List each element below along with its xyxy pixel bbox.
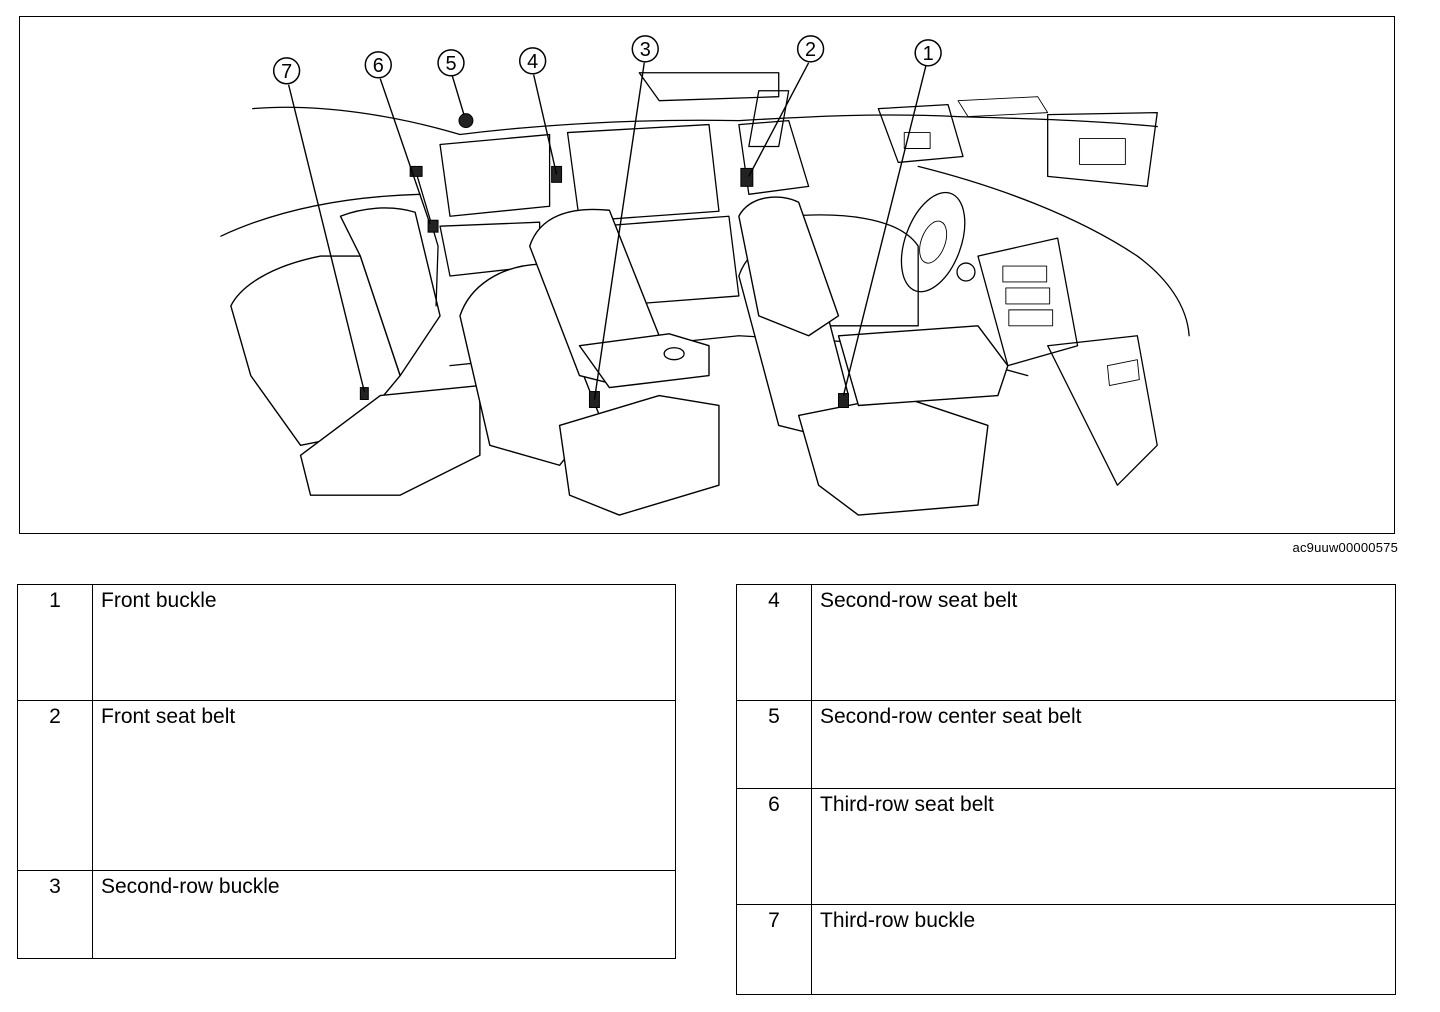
vehicle-interior-diagram: 1 2 3 4 5 6 7 — [220, 35, 1190, 516]
stack-panel-2 — [1005, 287, 1051, 305]
mid-glass — [566, 123, 720, 222]
callout-5-number: 5 — [445, 53, 456, 75]
overhead-console — [957, 96, 1049, 118]
leader-3 — [593, 62, 645, 400]
sun-visor-left — [877, 104, 964, 164]
legend-number: 3 — [17, 870, 93, 959]
leader-2 — [748, 62, 810, 177]
third-row-belt-webbing — [415, 171, 439, 307]
dash-vent — [1106, 359, 1140, 387]
body-outline-left — [220, 193, 421, 237]
third-row-belt-latch — [427, 219, 439, 233]
legend-label: Third-row buckle — [811, 904, 1396, 995]
rear-glass — [439, 133, 551, 217]
rear-view-mirror — [638, 72, 780, 102]
legend-row: 2 Front seat belt — [17, 700, 676, 871]
legend-number: 7 — [736, 904, 812, 995]
callout-2-number: 2 — [805, 39, 816, 61]
cup-holder — [663, 347, 685, 361]
steering-wheel — [900, 191, 966, 293]
legend-label: Front seat belt — [92, 700, 676, 871]
third-row-buckle-mark — [359, 387, 369, 401]
legend-label: Second-row buckle — [92, 870, 676, 959]
front-belt-anchor — [740, 167, 754, 187]
b-pillar — [748, 90, 790, 148]
legend-row: 4 Second-row seat belt — [736, 584, 1396, 701]
legend-row: 7 Third-row buckle — [736, 904, 1396, 995]
visor-mirror-right — [1079, 138, 1126, 165]
legend-label: Second-row seat belt — [811, 584, 1396, 701]
legend-number: 4 — [736, 584, 812, 701]
callout-5: 5 — [437, 49, 465, 77]
legend-number: 6 — [736, 788, 812, 905]
leader-4 — [532, 74, 558, 175]
leader-1 — [842, 64, 927, 396]
legend-row: 1 Front buckle — [17, 584, 676, 701]
front-seatback-right — [738, 196, 840, 337]
leader-6 — [379, 78, 431, 225]
visor-mirror-left — [903, 132, 931, 149]
legend-label: Third-row seat belt — [811, 788, 1396, 905]
callout-6: 6 — [364, 51, 392, 79]
legend-row: 5 Second-row center seat belt — [736, 700, 1396, 789]
legend-table-right: 4 Second-row seat belt 5 Second-row cent… — [736, 584, 1396, 995]
callout-1: 1 — [914, 39, 942, 67]
callout-7-number: 7 — [281, 61, 292, 83]
ignition — [956, 262, 976, 282]
legend-label: Second-row center seat belt — [811, 700, 1396, 789]
leader-5 — [451, 74, 465, 115]
callout-4-number: 4 — [527, 51, 538, 73]
front-buckle-mark — [837, 393, 849, 408]
third-row-belt-anchor — [409, 165, 423, 177]
center-stack — [977, 237, 1079, 367]
steering-hub — [919, 220, 948, 264]
callout-6-number: 6 — [373, 55, 384, 77]
glove-box — [1047, 335, 1158, 486]
callout-2: 2 — [796, 35, 825, 63]
second-row-center-belt-anchor — [458, 113, 474, 129]
callout-4: 4 — [518, 47, 547, 75]
leader-7 — [287, 84, 366, 392]
legend-row: 3 Second-row buckle — [17, 870, 676, 959]
legend-number: 5 — [736, 700, 812, 789]
legend-number: 2 — [17, 700, 93, 871]
legend-row: 6 Third-row seat belt — [736, 788, 1396, 905]
legend-table-left: 1 Front buckle 2 Front seat belt 3 Secon… — [17, 584, 676, 959]
legend-label: Front buckle — [92, 584, 676, 701]
callout-7: 7 — [272, 57, 301, 85]
third-row-cushion — [299, 384, 481, 496]
legend-number: 1 — [17, 584, 93, 701]
second-row-armrest — [578, 333, 710, 389]
front-console — [837, 325, 1009, 407]
roof-outline — [252, 106, 1158, 136]
figure-id-label: ac9uuw00000575 — [1292, 540, 1398, 555]
callout-1-number: 1 — [923, 43, 934, 65]
callout-3-number: 3 — [640, 39, 651, 61]
third-row-seatback-2 — [339, 207, 441, 377]
callout-3: 3 — [631, 35, 659, 63]
front-cushion — [797, 394, 989, 516]
figure-frame: 1 2 3 4 5 6 7 — [19, 16, 1395, 534]
stack-panel-1 — [1002, 265, 1048, 283]
second-row-cushion — [558, 394, 720, 516]
dashboard-outline — [917, 165, 1190, 337]
sun-visor-right — [1047, 111, 1158, 187]
front-door — [788, 214, 919, 327]
stack-panel-3 — [1008, 309, 1054, 327]
